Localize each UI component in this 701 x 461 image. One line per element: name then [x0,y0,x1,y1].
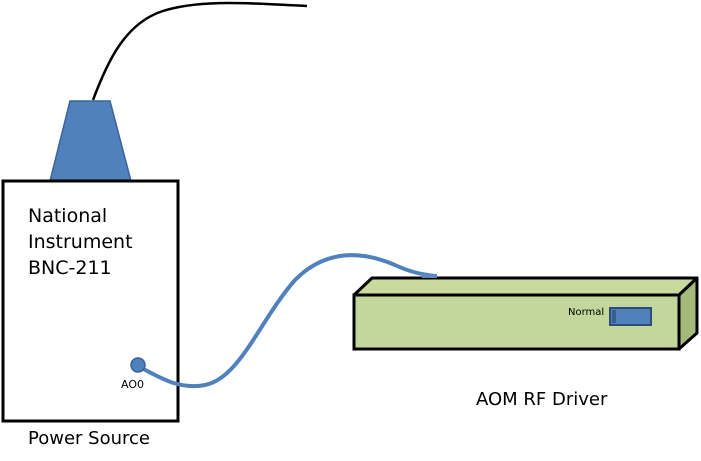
switch-label: Normal [568,307,605,318]
power-source-caption: Power Source [28,428,150,449]
port-label: AO0 [121,378,144,391]
ao0-port[interactable] [130,357,146,373]
title-line-1: National [28,205,108,227]
antenna-base [49,100,132,182]
power-source-box [1,179,180,423]
signal-cable [136,253,437,389]
title-line-3: BNC-211 [28,257,112,279]
aom-driver-caption: AOM RF Driver [476,389,608,410]
title-line-2: Instrument [28,231,133,253]
antenna-wire [91,1,308,101]
normal-switch-shade [612,310,616,323]
normal-switch[interactable] [609,307,652,326]
power-source-title: National Instrument BNC-211 [28,203,133,281]
aom-driver-top [352,276,699,297]
